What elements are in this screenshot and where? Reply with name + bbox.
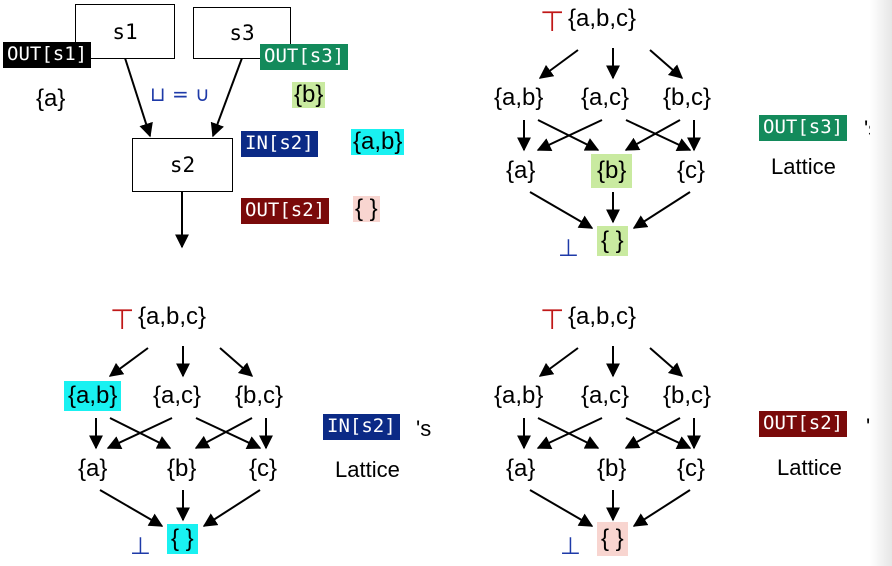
lattice-in-s2-edges bbox=[89, 346, 273, 527]
lattice-pair-ac: {a,c} bbox=[581, 382, 630, 409]
lattice-top-symbol: ⊤ bbox=[540, 303, 565, 336]
lattice-top-symbol: ⊤ bbox=[110, 303, 135, 336]
node-s1-label: s1 bbox=[112, 19, 138, 44]
lattice-pair-ab: {a,b} bbox=[64, 381, 122, 412]
lattice-bottom-symbol: ⊥ bbox=[130, 532, 151, 560]
lattice-top-symbol: ⊤ bbox=[540, 5, 565, 38]
lattice-single-c: {c} bbox=[677, 157, 706, 184]
caption-lattice-word: Lattice bbox=[771, 154, 836, 179]
caption-lattice-word: Lattice bbox=[777, 455, 842, 480]
cfg-edges bbox=[124, 57, 243, 249]
node-s2: s2 bbox=[132, 138, 233, 192]
caption-out-s3-tag: OUT[s3] bbox=[759, 115, 848, 141]
lattice-single-c: {c} bbox=[677, 455, 706, 482]
lattice-out-s2-edges bbox=[517, 346, 701, 527]
node-s1: s1 bbox=[75, 4, 175, 59]
lattice-empty: { } bbox=[597, 226, 628, 257]
caption-lattice-word: Lattice bbox=[335, 457, 400, 482]
in-s2-tag: IN[s2] bbox=[241, 131, 318, 157]
lattice-pair-bc: {b,c} bbox=[663, 84, 712, 111]
join-rule-label: ⊔ = ∪ bbox=[150, 82, 210, 106]
lattice-pair-ac: {a,c} bbox=[581, 84, 630, 111]
lattice-single-c: {c} bbox=[249, 455, 278, 482]
lattice-top-set: {a,b,c} bbox=[138, 303, 207, 330]
lattice-top-set: {a,b,c} bbox=[568, 5, 637, 32]
out-s1-value: {a} bbox=[36, 85, 66, 112]
lattice-pair-ab: {a,b} bbox=[494, 84, 544, 111]
out-s3-value: {b} bbox=[292, 81, 326, 109]
out-s2-value: { } bbox=[353, 195, 380, 223]
lattice-single-a: {a} bbox=[78, 455, 108, 482]
lattice-single-b: {b} bbox=[597, 455, 627, 482]
lattice-top-set: {a,b,c} bbox=[568, 303, 637, 330]
node-s3-label: s3 bbox=[229, 21, 255, 45]
lattice-empty: { } bbox=[167, 524, 198, 555]
lattice-out-s3-edges bbox=[517, 48, 701, 229]
out-s2-tag: OUT[s2] bbox=[241, 198, 330, 224]
in-s2-value: {a,b} bbox=[351, 128, 405, 156]
out-s3-tag: OUT[s3] bbox=[260, 44, 349, 70]
lattice-single-a: {a} bbox=[506, 157, 536, 184]
page-edge-shadow bbox=[870, 0, 892, 566]
lattice-pair-bc: {b,c} bbox=[235, 382, 284, 409]
caption-out-s2-tag: OUT[s2] bbox=[759, 411, 848, 437]
caption-possessive: 's bbox=[416, 416, 432, 441]
lattice-bottom-symbol: ⊥ bbox=[560, 532, 581, 560]
lattice-empty: { } bbox=[597, 522, 628, 557]
edge-s3-s2 bbox=[210, 57, 243, 138]
lattice-single-b: {b} bbox=[167, 455, 197, 482]
lattice-pair-ac: {a,c} bbox=[153, 382, 202, 409]
lattice-pair-bc: {b,c} bbox=[663, 382, 712, 409]
node-s2-label: s2 bbox=[169, 153, 196, 177]
edge-s1-s2 bbox=[124, 57, 153, 138]
lattice-single-b: {b} bbox=[591, 154, 633, 189]
lattice-bottom-symbol: ⊥ bbox=[558, 234, 579, 262]
lattice-single-a: {a} bbox=[506, 455, 536, 482]
caption-in-s2-tag: IN[s2] bbox=[323, 414, 400, 440]
out-s1-tag: OUT[s1] bbox=[3, 42, 92, 68]
lattice-pair-ab: {a,b} bbox=[494, 382, 544, 409]
